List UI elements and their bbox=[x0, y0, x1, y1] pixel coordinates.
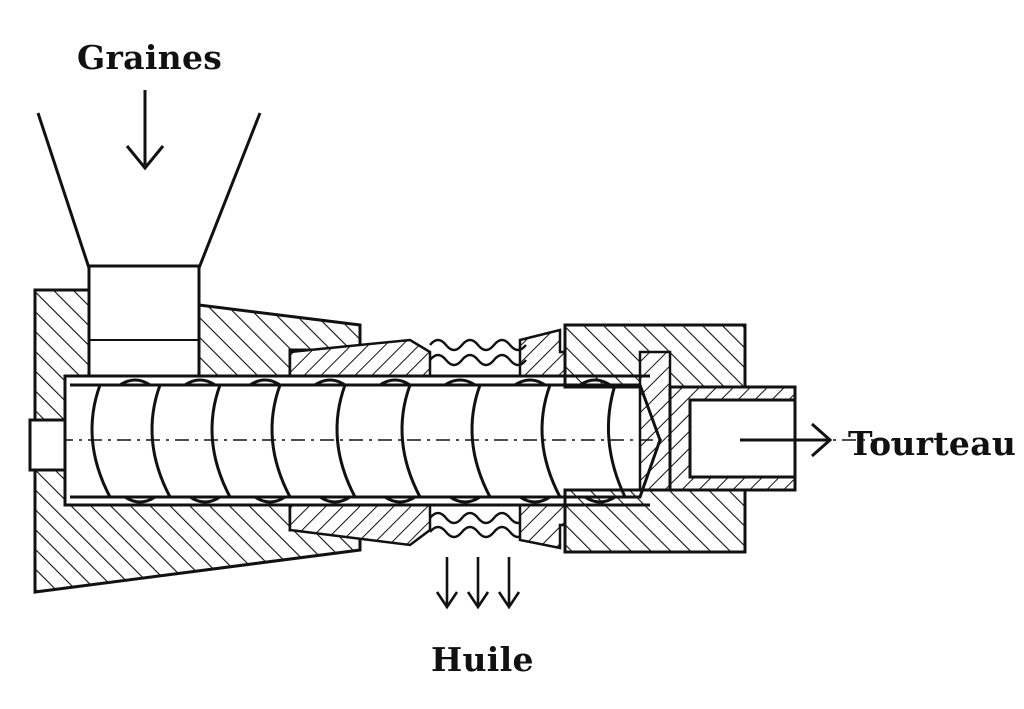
barrel-upper bbox=[33, 288, 747, 514]
oil-arrows bbox=[435, 557, 521, 610]
input-arrow bbox=[125, 90, 165, 171]
oil-cage-top bbox=[429, 338, 527, 367]
cake-arrow bbox=[740, 422, 833, 458]
screw-shaft bbox=[70, 378, 662, 504]
shaft-end bbox=[28, 418, 67, 472]
barrel-lower bbox=[33, 468, 747, 594]
label-huile: Huile bbox=[431, 640, 534, 679]
label-graines: Graines bbox=[77, 38, 223, 77]
oil-cage-bottom bbox=[429, 511, 527, 539]
label-tourteau: Tourteau bbox=[848, 424, 1017, 463]
